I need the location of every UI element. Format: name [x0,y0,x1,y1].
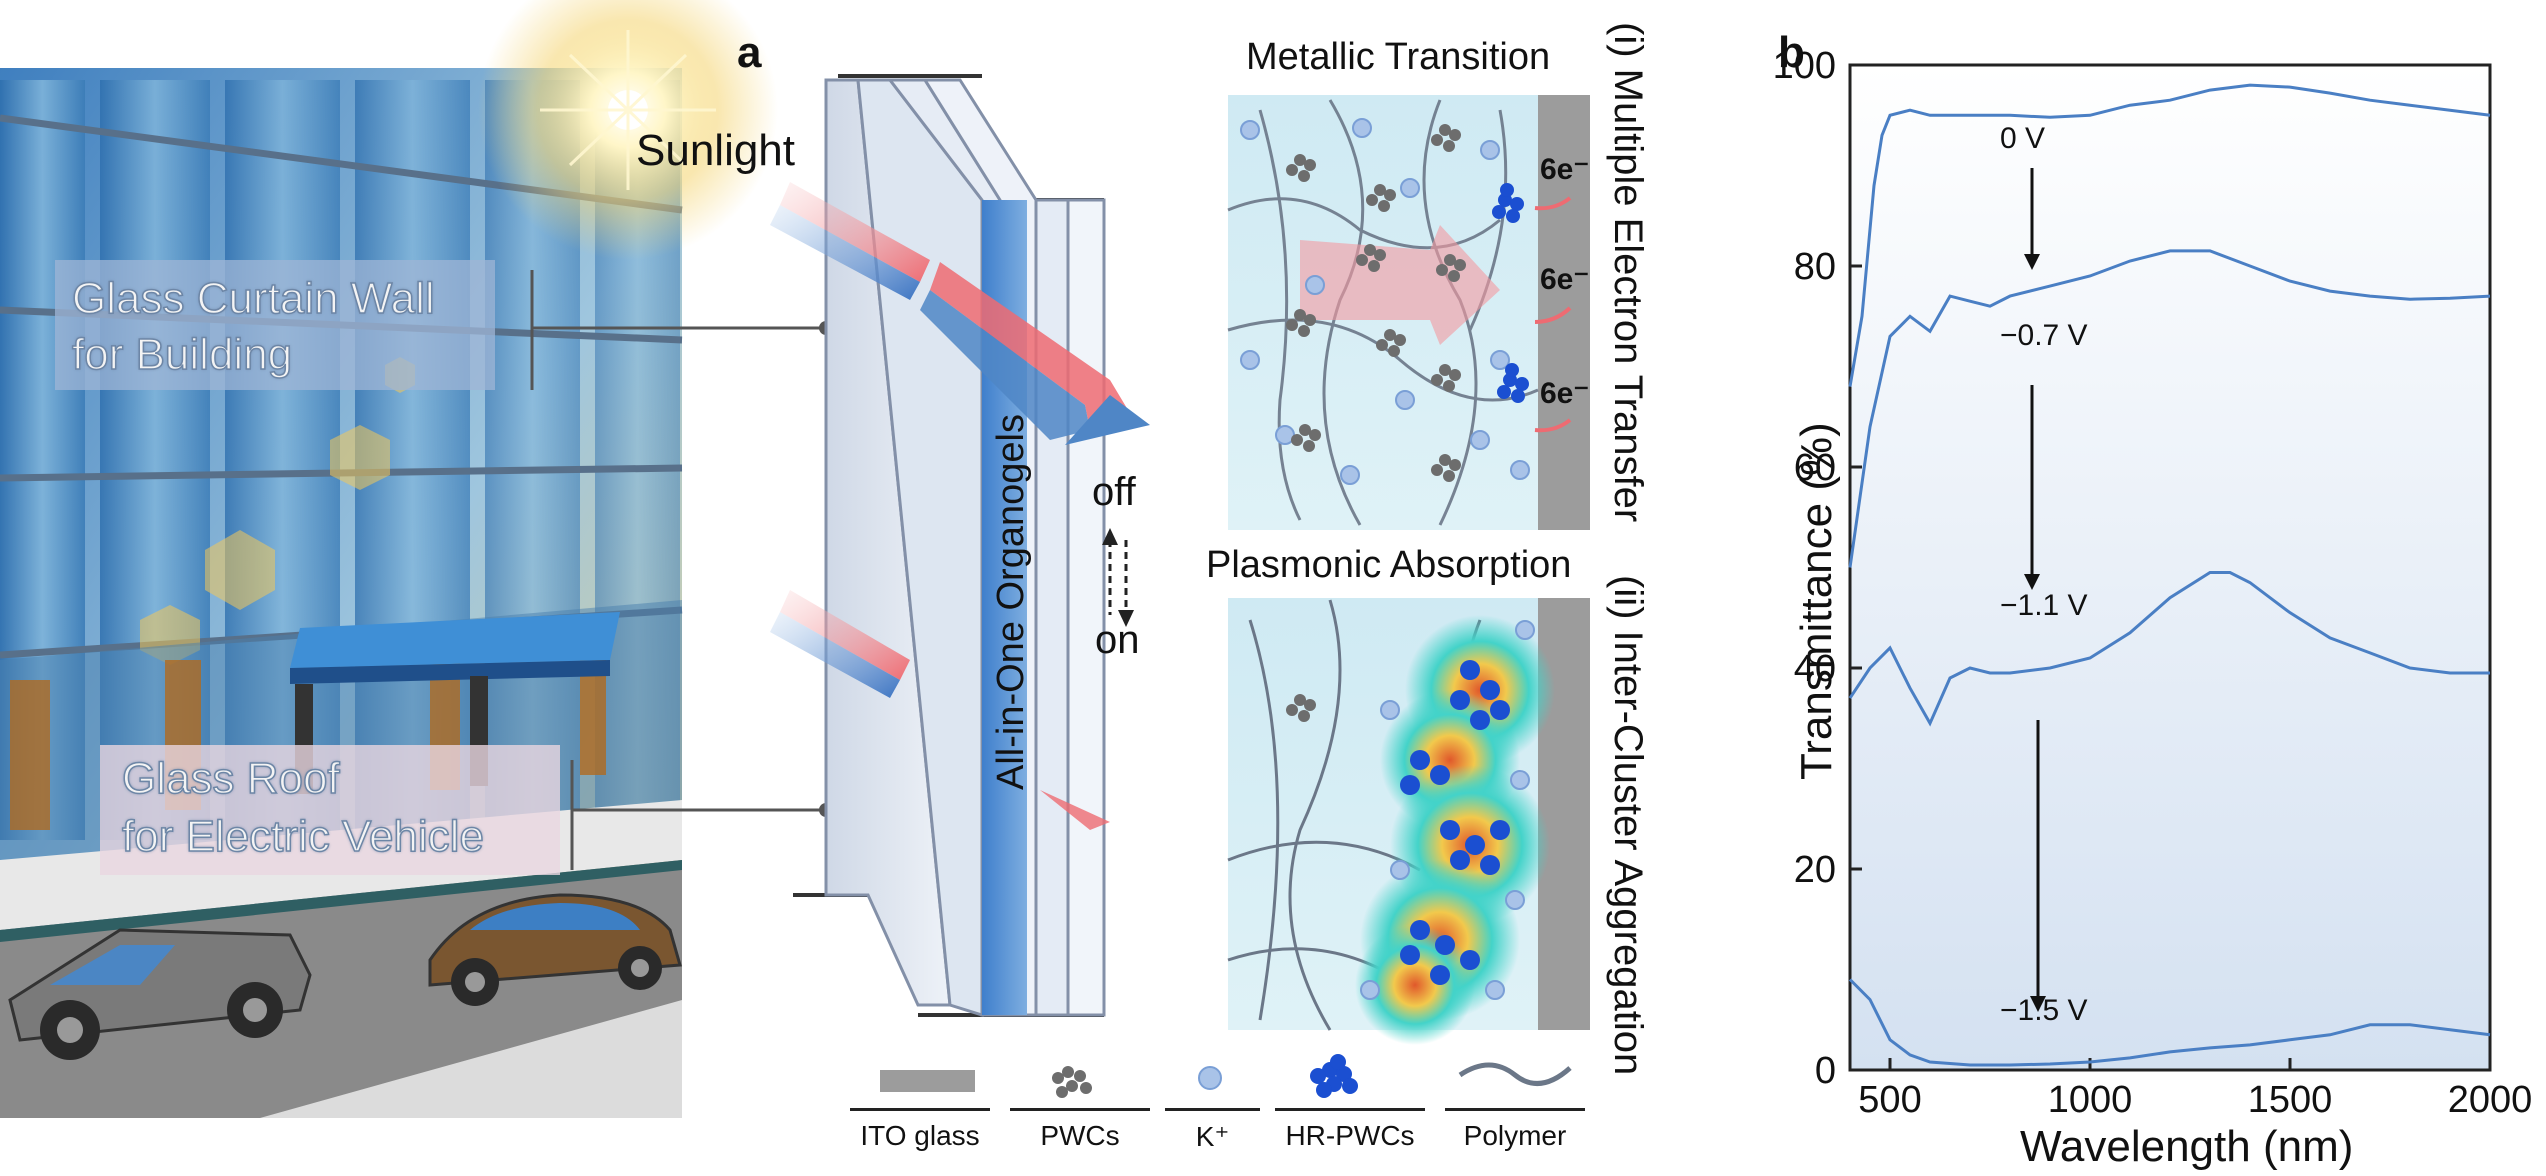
building-scene [0,0,833,1118]
electric-car-icon [428,893,682,1006]
legend-ito-glass: ITO glass [850,1058,990,1158]
y-tick-label: 60 [1794,447,1836,489]
switch-arrows [1108,540,1128,615]
off-label: off [1092,470,1136,514]
metallic-transition-title: Metallic Transition [1246,36,1551,78]
glass-roof-label-1: Glass Roof [121,753,340,804]
legend-pwcs: PWCs [1010,1058,1150,1158]
mechanism-i-label: (i) Multiple Electron Transfer [1606,22,1650,523]
legend-label-pwcs: PWCs [1040,1120,1120,1151]
sunlight-rays [770,182,1150,830]
legend-label-polymer: Polymer [1463,1120,1567,1151]
curtain-wall-label-2: for Building [71,329,293,380]
transmittance-chart: 500 1000 1500 2000 0 20 40 60 80 100 0 V −0.7 V −1.1… [1773,45,2533,1121]
k-ion-icon [1198,1066,1222,1090]
sunlight-label: Sunlight [636,126,796,175]
legend-icons [880,1054,1572,1098]
pwc-clusters [1286,124,1466,482]
plot-area [1848,63,2492,1072]
electric-truck-icon [8,928,312,1060]
y-tick-label: 100 [1773,45,1836,87]
electron-label-3: 6e⁻ [1540,377,1590,410]
y-axis-title: Transmittance (%) [1792,422,1841,780]
panel-b-letter: b [1778,28,1805,77]
x-axis-title: Wavelength (nm) [2020,1122,2354,1171]
y-tick-label: 80 [1794,246,1836,288]
electron-label-2: 6e⁻ [1540,263,1590,296]
arrow-head [2024,574,2040,590]
ito-glass-icon [880,1070,975,1092]
electron-label-1: 6e⁻ [1540,153,1590,186]
plasmonic-absorption-inset [1227,598,1590,1045]
glass-roof [290,612,620,668]
polymer-chain-icon [1458,1062,1572,1086]
x-tick-label: 2000 [2448,1079,2533,1121]
legend-label-hr-pwcs: HR-PWCs [1285,1120,1415,1151]
y-tick-label: 20 [1794,849,1836,891]
series-line-0 [1848,83,2491,387]
y-tick-label: 0 [1815,1050,1836,1092]
legend-k-ion: K⁺ [1165,1058,1260,1158]
voltage-label-1: −0.7 V [2000,319,2088,352]
legend-label-k: K⁺ [1195,1121,1230,1152]
series-line-2 [1848,571,2490,727]
arrow-head [2024,254,2040,270]
glass-roof-label-2: for Electric Vehicle [121,811,484,862]
metallic-transition-inset [1227,95,1590,530]
arrow-head [2030,996,2046,1012]
mechanism-ii-label: (ii) Inter-Cluster Aggregation [1606,575,1650,1076]
voltage-label-2: −1.1 V [2000,589,2088,622]
y-tick-label: 40 [1794,648,1836,690]
curtain-wall-label-1: Glass Curtain Wall [71,273,435,324]
panel-a-letter: a [737,28,762,77]
hr-pwc-cluster-icon [1310,1054,1358,1098]
series-line-3 [1848,978,2491,1067]
plasmonic-absorption-title: Plasmonic Absorption [1206,544,1572,586]
on-label: on [1095,618,1140,662]
legend-hr-pwcs: HR-PWCs [1275,1058,1425,1158]
x-tick-label: 1000 [2048,1079,2133,1121]
series-line-1 [1848,249,2491,568]
hr-pwc-clusters [1492,183,1529,403]
x-tick-label: 500 [1858,1079,1921,1121]
legend-label-ito: ITO glass [860,1120,980,1151]
voltage-label-0: 0 V [2000,122,2045,155]
aggregated-clusters [1400,660,1510,985]
pwc-cluster-icon [1052,1066,1092,1098]
legend-polymer: Polymer [1445,1058,1585,1158]
x-tick-label: 1500 [2248,1079,2333,1121]
organogel-label: All-in-One Organogels [990,414,1032,790]
